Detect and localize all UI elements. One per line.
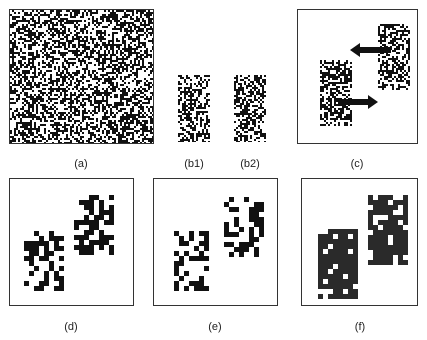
displaced-blocks-image [320,24,410,126]
caption-f: (f) [354,321,366,333]
sparse-blocks-image-d [24,195,114,291]
panel-a [9,9,154,144]
caption-c: (c) [350,158,364,170]
panel-b1 [178,75,210,142]
texture-block-upper [378,24,410,90]
random-dot-image-b1 [178,75,210,142]
texture-block-lower [320,60,352,126]
caption-d: (d) [64,321,78,333]
panel-b2 [234,75,266,142]
panel-e [153,178,278,306]
arrow-right-icon [338,95,378,109]
panel-c [297,9,418,144]
caption-b1: (b1) [184,158,204,170]
caption-b2: (b2) [240,158,260,170]
caption-a: (a) [74,158,88,170]
sparse-blocks-image-e [174,197,264,291]
dense-blocks-image-f [318,195,408,299]
arrow-left-icon [350,43,391,57]
random-dot-image-a [10,10,153,143]
panel-d [9,178,134,306]
random-dot-image-b2 [234,75,266,142]
caption-e: (e) [208,321,222,333]
panel-f [301,178,418,306]
